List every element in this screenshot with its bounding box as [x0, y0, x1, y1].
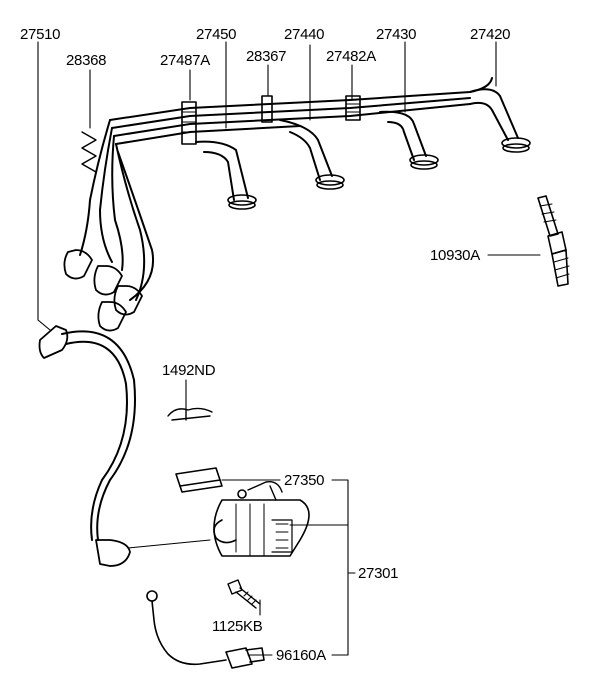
- coil-high-tension-lead: [38, 325, 136, 567]
- label-27440: 27440: [284, 26, 325, 43]
- wire-clip: [167, 407, 213, 421]
- label-27510: 27510: [20, 26, 61, 43]
- label-96160a: 96160A: [276, 647, 326, 664]
- label-27350: 27350: [284, 472, 325, 489]
- spark-plug-wire-set: [63, 77, 531, 332]
- label-27430: 27430: [376, 26, 417, 43]
- label-27301: 27301: [358, 565, 399, 582]
- label-10930a: 10930A: [430, 247, 480, 264]
- label-27487a: 27487A: [160, 52, 210, 69]
- label-27420: 27420: [470, 26, 511, 43]
- condenser: [175, 467, 223, 493]
- ground-cable: [146, 590, 265, 669]
- spark-plug: [537, 195, 570, 287]
- label-28367: 28367: [246, 48, 287, 65]
- label-1125kb: 1125KB: [212, 618, 263, 635]
- bolt: [227, 579, 261, 609]
- label-28368: 28368: [66, 52, 107, 69]
- label-27482a: 27482A: [326, 48, 376, 65]
- ignition-coil: [213, 481, 310, 557]
- leader-lines: [37, 41, 541, 656]
- label-27450: 27450: [196, 26, 237, 43]
- label-1492nd: 1492ND: [162, 362, 216, 379]
